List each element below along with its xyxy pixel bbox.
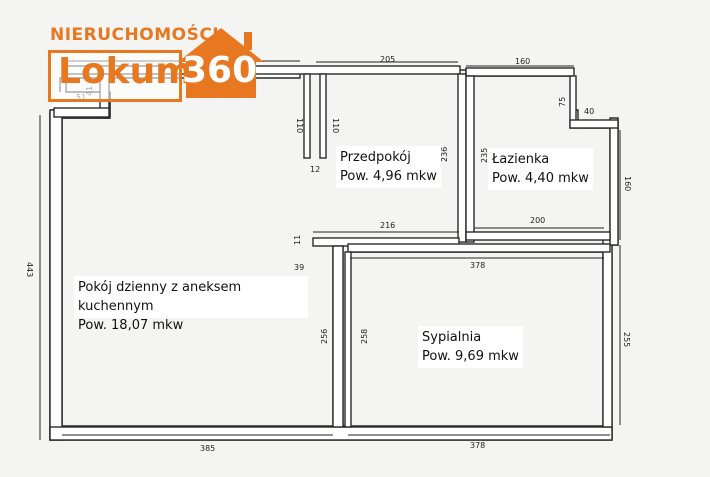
- dim-258: 258: [360, 329, 369, 344]
- dim-40: 40: [584, 107, 594, 116]
- right-wall-upper: [609, 121, 619, 246]
- dim-right-255: 255: [622, 332, 631, 347]
- dim-bottom-left: 385: [200, 444, 215, 453]
- room-area-bedroom: Pow. 9,69 mkw: [422, 349, 519, 364]
- room-label-hall: Przedpokój Pow. 4,96 mkw: [336, 146, 441, 188]
- bottom-wall: [49, 426, 613, 441]
- stub-left: [303, 73, 311, 159]
- room-area-living: Pow. 18,07 mkw: [78, 318, 184, 333]
- living-right-wall: [332, 245, 344, 428]
- bath-notch-h: [569, 119, 619, 129]
- hall-bath-wall: [457, 73, 467, 243]
- stub-right: [319, 73, 327, 159]
- top-wall-right: [465, 67, 575, 77]
- dim-mid-200: 200: [530, 216, 545, 225]
- room-label-bedroom: Sypialnia Pow. 9,69 mkw: [418, 326, 523, 368]
- dim-hall-height: 236: [440, 147, 449, 162]
- logo-frame: [48, 50, 182, 102]
- logo-word: Lokum: [58, 51, 193, 92]
- mid-wall-right: [465, 231, 611, 241]
- left-wall: [49, 109, 63, 441]
- dim-stub-gap: 12: [310, 165, 320, 174]
- dim-bed-top: 378: [470, 261, 485, 270]
- right-wall: [602, 244, 613, 428]
- room-name-hall: Przedpokój: [340, 150, 411, 165]
- dim-mid-216: 216: [380, 221, 395, 230]
- dim-top-right: 160: [515, 57, 530, 66]
- dim-75: 75: [558, 97, 567, 107]
- room-area-hall: Pow. 4,96 mkw: [340, 169, 437, 184]
- dim-stub-right: 110: [331, 118, 340, 133]
- dim-top-mid: 205: [380, 55, 395, 64]
- room-label-living: Pokój dzienny z aneksem kuchennym Pow. 1…: [74, 276, 308, 333]
- dim-left-height: 443: [25, 262, 34, 277]
- room-name-bedroom: Sypialnia: [422, 330, 482, 345]
- dim-39: 39: [294, 263, 304, 272]
- room-label-bathroom: Łazienka Pow. 4,40 mkw: [488, 148, 593, 190]
- outer-wall: [49, 69, 613, 441]
- dim-stub-left: 110: [295, 118, 304, 133]
- logo-house-icon: [178, 28, 264, 98]
- dim-bath-height: 235: [480, 148, 489, 163]
- bath-left-wall: [465, 75, 475, 243]
- bed-top-wall: [347, 243, 611, 253]
- room-name-living: Pokój dzienny z aneksem kuchennym: [78, 280, 242, 314]
- dim-bottom-right: 378: [470, 441, 485, 450]
- dim-256: 256: [320, 329, 329, 344]
- room-name-bathroom: Łazienka: [492, 152, 550, 167]
- bed-left-wall: [344, 251, 352, 428]
- logo-number: 360: [182, 50, 258, 91]
- logo-tagline: NIERUCHOMOŚCI: [50, 25, 220, 45]
- jog-wall-h: [53, 107, 110, 118]
- dim-right-160: 160: [623, 176, 632, 191]
- room-area-bathroom: Pow. 4,40 mkw: [492, 171, 589, 186]
- dim-11: 11: [293, 235, 302, 245]
